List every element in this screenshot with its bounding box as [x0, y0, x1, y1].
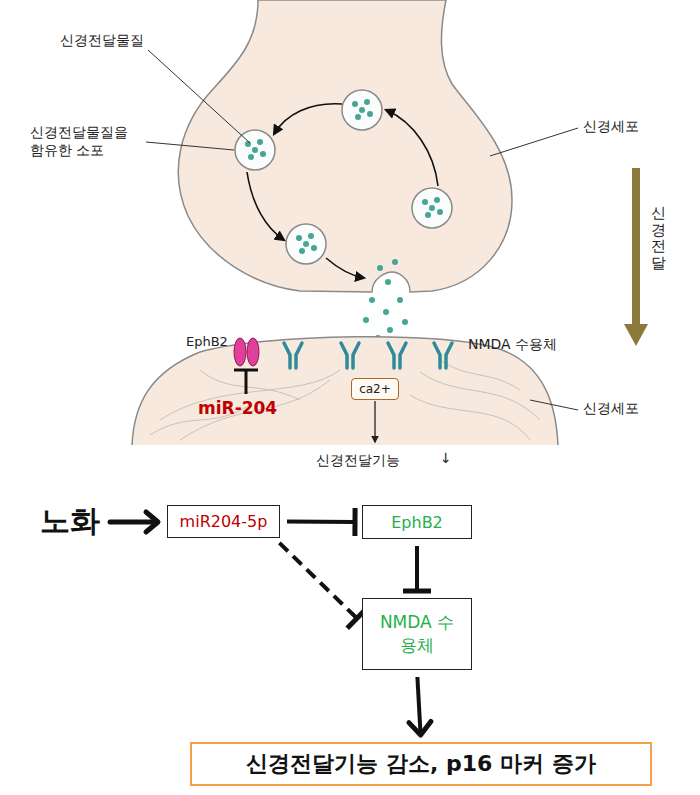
neurotransmitter-dot [392, 259, 398, 265]
neurotransmitter-dot [402, 319, 408, 325]
ephb2-receptor [234, 338, 246, 366]
node-text: EphB2 [391, 513, 443, 532]
presynaptic-neuron [178, 0, 512, 292]
receptor-label: NMDA 수용체 [468, 336, 557, 354]
neurotransmitter-dot [383, 309, 389, 315]
connector [409, 677, 431, 735]
neurotransmitter-dot [377, 265, 383, 271]
ion-box: ca2+ [351, 378, 399, 400]
nmda-receptors [284, 343, 452, 368]
neurotransmitter-dot [303, 241, 309, 247]
signal-arrow [374, 401, 375, 442]
neuron-label: 신경세포 [583, 118, 639, 136]
neurotransmitter-dot [363, 317, 369, 323]
neurotransmitter-dot [429, 205, 435, 211]
neurotransmitter-dot [385, 279, 391, 285]
connector [287, 508, 355, 536]
cytoskeleton-fibres [150, 360, 540, 440]
neurotransmitter-dot [252, 147, 258, 153]
receptor-label: EphB2 [186, 334, 228, 350]
vesicle-cycle-arrows [247, 104, 438, 278]
mirna-box: miR204-5p [167, 505, 280, 538]
neurotransmitter-dot [359, 107, 365, 113]
nmda-receptor [434, 343, 452, 368]
node-text: ca2+ [359, 382, 391, 396]
neurotransmitter-dot [308, 233, 314, 239]
transmission-arrow [624, 168, 648, 346]
postsynaptic-membrane [132, 337, 558, 445]
connector [279, 543, 366, 628]
ephb2-receptor [247, 338, 259, 366]
neurotransmitter-dot [364, 99, 370, 105]
aging-arrow [110, 512, 158, 532]
neurotransmitter-dot [355, 114, 361, 120]
aging-label: 노화 [40, 502, 100, 540]
connector [403, 546, 431, 591]
neurotransmitter-dot [352, 101, 358, 107]
neurotransmitter-dot [397, 297, 403, 303]
protein-box: EphB2 [362, 505, 472, 539]
neurotransmitter-dot [367, 111, 373, 117]
nmda-receptor [388, 343, 406, 368]
neurotransmitter-dot [248, 154, 254, 160]
neurotransmitter-dots [245, 99, 443, 347]
receptor-box: NMDA 수용체 [362, 598, 472, 670]
direction-label: 신경전달 [651, 205, 666, 271]
nmda-receptor [341, 343, 359, 368]
neurotransmitter-dot [245, 141, 251, 147]
neuron-label: 신경세포 [583, 400, 639, 418]
inhibition-bar [234, 370, 258, 394]
node-text: miR204-5p [180, 512, 268, 531]
node-text: NMDA 수용체 [375, 611, 460, 657]
neurotransmitter-dot [299, 248, 305, 254]
neurotransmitter-dot [260, 151, 266, 157]
function-label: 신경전달기능 [316, 452, 400, 470]
neurotransmitter-dot [422, 199, 428, 205]
postsynaptic-neuron [132, 337, 558, 445]
neurotransmitter-dot [434, 197, 440, 203]
neurotransmitter-dot [425, 212, 431, 218]
neurotransmitter-dot [437, 209, 443, 215]
neurotransmitter-dot [387, 327, 393, 333]
label-text: 신경전달물질 [60, 32, 144, 50]
nmda-receptor [284, 343, 302, 368]
neurotransmitter-dot [296, 235, 302, 241]
decrease-arrow: ↓ [440, 450, 452, 468]
neurotransmitter-dot [369, 297, 375, 303]
result-box: 신경전달기능 감소, p16 마커 증가 [190, 742, 652, 786]
label-text: 신경전달물질을 함유한 소포 [30, 124, 142, 159]
leader-lines [146, 50, 578, 410]
neurotransmitter-dot [311, 245, 317, 251]
vesicles [235, 90, 452, 264]
neurotransmitter-dot [257, 139, 263, 145]
mirna-label: miR-204 [198, 398, 277, 419]
node-text: 신경전달기능 감소, p16 마커 증가 [246, 749, 595, 779]
